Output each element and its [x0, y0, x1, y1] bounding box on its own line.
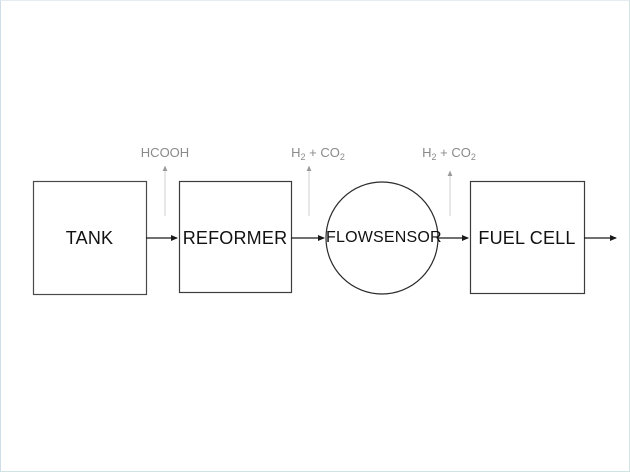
node-label-flowsensor: FLOWSENSOR — [326, 229, 442, 246]
stream-label-h2-co2-1-h: H — [291, 145, 301, 160]
node-shape-fuelcell[interactable] — [469, 180, 586, 295]
stream-label-h2-co2-1-co: + CO — [305, 145, 340, 160]
stream-label-h2-co2-2: H2 + CO2 — [399, 145, 499, 162]
node-shape-reformer[interactable] — [178, 180, 293, 294]
stream-label-h2-co2-2-co: + CO — [436, 145, 471, 160]
node-shape-tank[interactable] — [32, 180, 148, 296]
stream-label-h2-co2-1-h-sub: 2 — [300, 152, 306, 162]
node-label-fuelcell: FUEL CELL — [478, 228, 576, 248]
stream-label-h2-co2-1: H2 + CO2 — [268, 145, 368, 162]
stream-label-hcooh: HCOOH — [115, 146, 215, 159]
stream-label-h2-co2-2-co-sub: 2 — [470, 152, 476, 162]
stream-label-hcooh-text: HCOOH — [140, 145, 190, 160]
node-label-tank: TANK — [65, 228, 114, 248]
stream-label-h2-co2-2-h-sub: 2 — [431, 152, 437, 162]
node-label-reformer: REFORMER — [182, 228, 288, 248]
stream-label-h2-co2-1-co-sub: 2 — [339, 152, 345, 162]
stream-label-h2-co2-2-h: H — [422, 145, 432, 160]
